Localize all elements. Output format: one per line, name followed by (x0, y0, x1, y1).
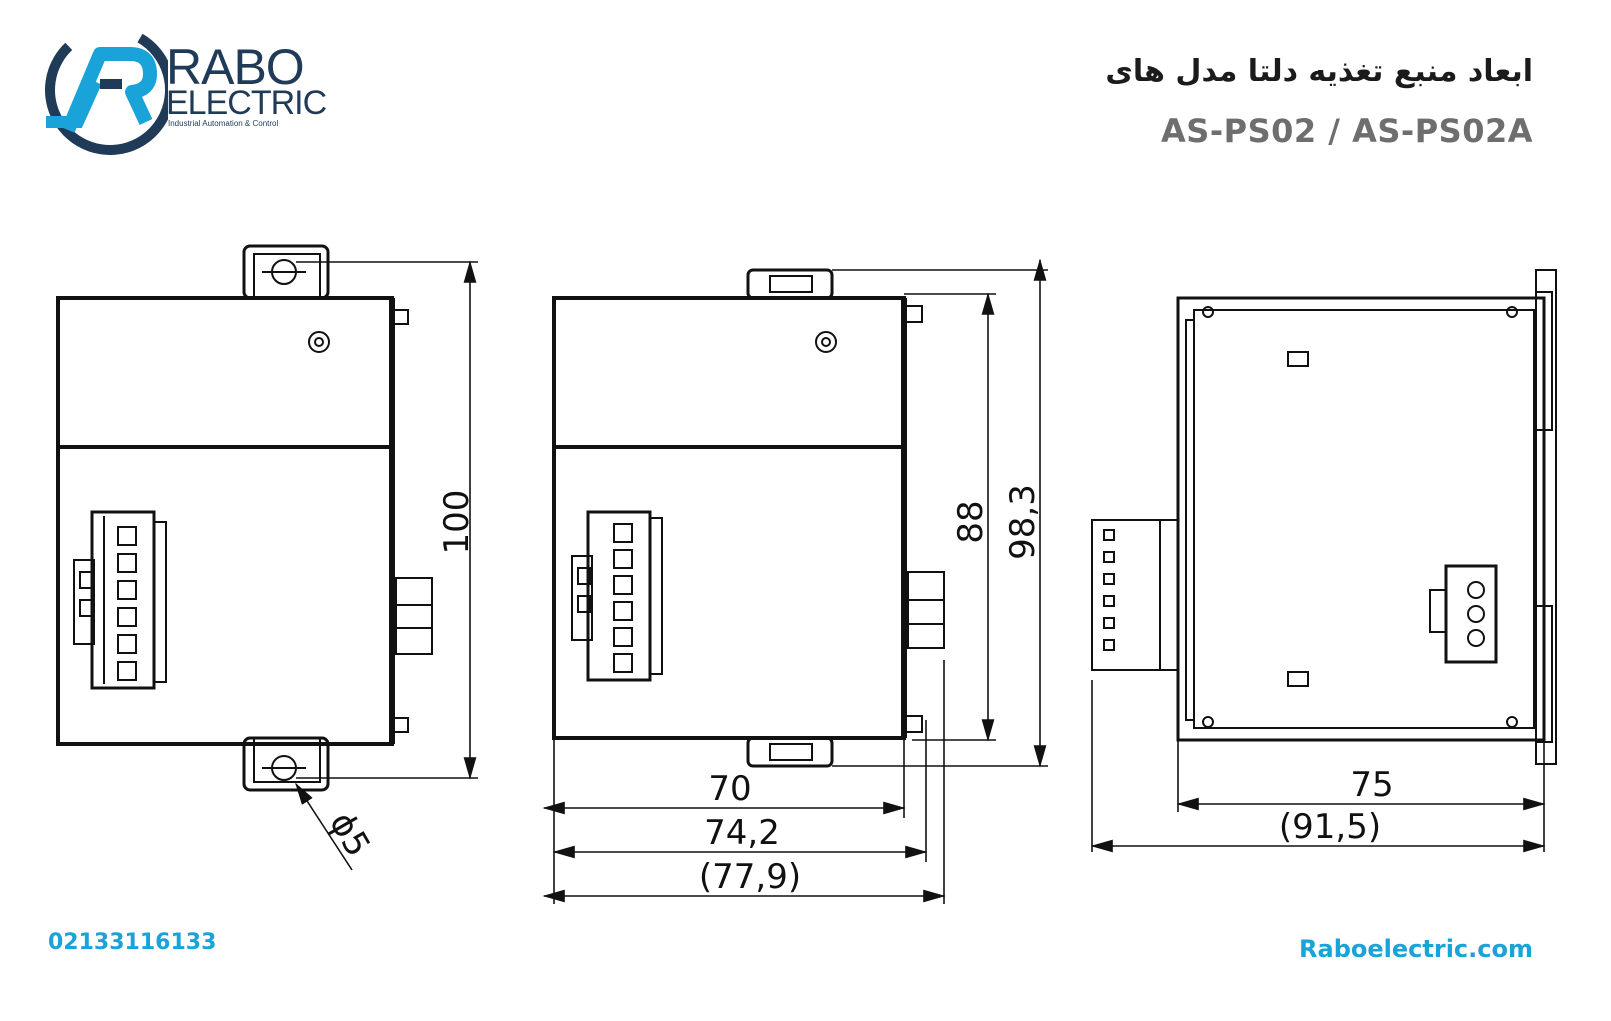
front-view (56, 244, 433, 792)
brand-name: RABO (166, 39, 305, 95)
dim-side-depth-total: (77,9) (699, 857, 801, 897)
dim-rear-width: 75 (1350, 765, 1393, 805)
br-logo-mark-icon (45, 25, 175, 155)
company-logo: RABO ELECTRIC Industrial Automation & Co… (38, 22, 327, 162)
dim-side-depth-terminal: 74,2 (704, 813, 780, 853)
brand-tagline: Industrial Automation & Control (168, 119, 279, 128)
brand-subname: ELECTRIC (166, 84, 327, 122)
dim-front-height: 100 (437, 490, 477, 555)
rear-view (1091, 269, 1557, 765)
page-title: ابعاد منبع تغذیه دلتا مدل های (1105, 54, 1533, 89)
side-view (552, 268, 945, 768)
dim-hole-diameter: ϕ5 (321, 805, 378, 863)
dim-side-depth: 70 (708, 769, 751, 809)
website-link[interactable]: Raboelectric.com (1299, 935, 1533, 963)
dim-side-inner-height: 88 (951, 500, 991, 543)
dim-side-outer-height: 98,3 (1003, 484, 1043, 560)
model-numbers: AS-PS02 / AS-PS02A (1161, 112, 1533, 150)
phone-number: 02133116133 (48, 930, 217, 955)
dim-rear-width-total: (91,5) (1279, 807, 1381, 847)
